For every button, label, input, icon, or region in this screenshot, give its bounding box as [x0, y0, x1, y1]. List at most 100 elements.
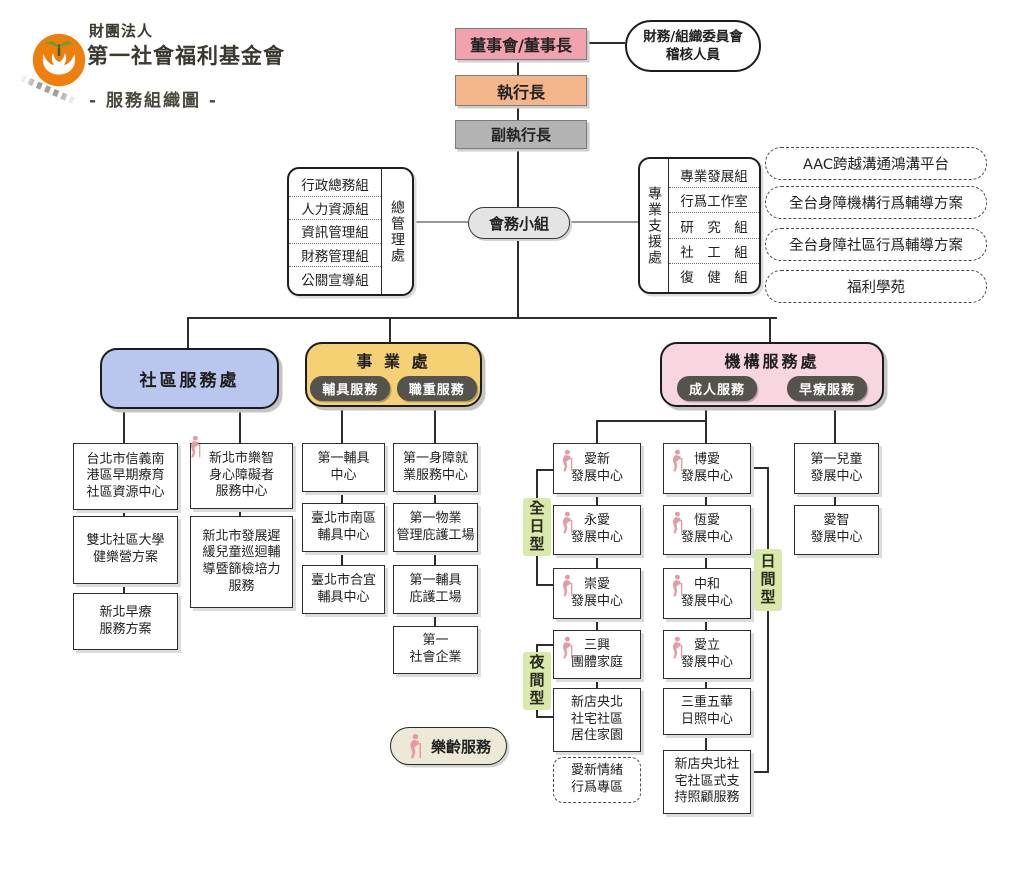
program-welfare-academy: 福利學苑: [765, 270, 987, 303]
box-first-property-workshop: 第一物業 管理庇護工場: [393, 503, 478, 552]
box-first-assistive-center: 第一輔具 中心: [302, 443, 385, 492]
box-label: 新北市樂智 身心障礙者 服務中心: [208, 451, 274, 500]
line: [705, 553, 707, 568]
line-institution-early: [834, 403, 836, 443]
line-institution-tbar: [596, 420, 707, 422]
foundation-logo: [32, 33, 86, 87]
org-name: 第一社會福利基金會: [87, 44, 285, 68]
box-lezhi-disability-center: 新北市樂智 身心障礙者 服務中心: [190, 443, 293, 509]
box-label: 永愛 發展中心: [570, 513, 623, 545]
box-label: 博愛 發展中心: [680, 451, 733, 484]
line-board-ceo: [517, 58, 519, 75]
line: [705, 677, 707, 688]
program-aac-platform: AAC跨越溝通鴻溝平台: [765, 147, 987, 180]
panel-general-admin: 行政總務組 人力資源組 資訊管理組 財務管理組 公關宣導組 總管理處: [287, 167, 414, 296]
tag-adult-service: 成人服務: [676, 376, 757, 401]
box-xinbei-early-intervention-program: 新北早療 服務方案: [73, 593, 178, 650]
tag-vocational-service: 職重服務: [396, 376, 477, 401]
line: [434, 550, 436, 565]
line-institution-col1: [596, 420, 598, 443]
elder-person-icon: [669, 449, 685, 478]
legend-label: 樂齡服務: [430, 737, 491, 756]
line: [596, 677, 598, 688]
line: [341, 490, 343, 503]
box-first-assistive-workshop: 第一輔具 庇護工場: [393, 565, 478, 614]
line: [239, 507, 241, 516]
line: [123, 582, 125, 593]
chart-title: - 服務組織圖 -: [89, 91, 218, 111]
box-first-child-center: 第一兒童 發展中心: [794, 443, 879, 494]
box-child-screening-service: 新北市發展遲 緩兒童巡迴輔 導暨篩檢培力 服務: [190, 516, 293, 608]
box-first-social-enterprise: 第一 社會企業: [393, 626, 478, 674]
elder-person-icon: [559, 574, 575, 603]
line: [434, 490, 436, 503]
box-aili-center: 愛立 發展中心: [663, 630, 751, 679]
elder-person-icon: [559, 636, 575, 665]
box-zhonghe-center: 中和 發展中心: [663, 568, 751, 619]
admin-unit: 資訊管理組: [289, 219, 381, 243]
line: [596, 553, 598, 568]
elder-person-icon: [669, 636, 685, 665]
line-branch-bar: [188, 317, 777, 319]
admin-unit: 財務管理組: [289, 242, 381, 267]
box-label: 愛立 發展中心: [680, 637, 733, 670]
line: [341, 550, 343, 565]
line: [434, 612, 436, 626]
support-unit: 復 健 組: [669, 262, 759, 288]
box-label: 愛新 發展中心: [570, 451, 623, 484]
admin-unit: 行政總務組: [301, 178, 369, 195]
line: [705, 492, 707, 505]
line-day: [767, 467, 769, 773]
badge-day-type: 日間型: [754, 549, 782, 611]
admin-unit: 公關宣導組: [289, 266, 381, 290]
box-yongai-center: 永愛 發展中心: [553, 505, 641, 555]
badge-full-day-type: 全日型: [523, 498, 551, 556]
box-label: 恆愛 發展中心: [680, 513, 733, 545]
line: [834, 492, 836, 505]
line-board-audit: [585, 42, 625, 44]
elder-person-icon: [187, 435, 203, 464]
legend-senior-service: 樂齡服務: [390, 727, 507, 765]
line-fullday-bottom: [537, 584, 553, 586]
support-unit: 專業發展組: [680, 169, 748, 186]
audit-line1: 財務/組織委員會: [643, 28, 743, 45]
box-sanchong-wuhua-daycare: 三重五華 日照中心: [663, 688, 751, 735]
line-stub-institution: [769, 317, 771, 342]
line-day-bottom: [749, 771, 768, 773]
box-xinyi-nangang-early-intervention: 台北市信義南 港區早期療育 社區資源中心: [73, 443, 178, 510]
support-unit: 社 工 組: [669, 237, 759, 263]
line-night-top: [537, 644, 553, 646]
line-institution-col2: [705, 420, 707, 443]
line-day-top: [749, 467, 768, 469]
line: [596, 617, 598, 630]
box-deputy-ceo: 副執行長: [455, 120, 587, 149]
branch-title: 事 業 處: [356, 352, 431, 371]
line-community-col2: [239, 405, 241, 443]
line: [705, 733, 707, 750]
tag-early-intervention-service: 早療服務: [786, 376, 867, 401]
box-council: 會務小組: [468, 207, 570, 239]
line-business-col1: [341, 403, 343, 443]
branch-community-services: 社區服務處: [100, 348, 279, 409]
box-aixin-center: 愛新 發展中心: [553, 443, 641, 494]
box-sanxing-group-home: 三興 團體家庭: [553, 630, 641, 679]
box-aizhi-center: 愛智 發展中心: [794, 505, 879, 555]
box-taipei-south-assistive-center: 臺北市南區 輔具中心: [302, 503, 385, 552]
box-yangbei-community-support: 新店央北社 宅社區式支 持照顧服務: [663, 750, 751, 814]
support-unit: 研 究 組: [669, 212, 759, 237]
line-ceo-deputy: [517, 104, 519, 120]
org-type: 財團法人: [89, 22, 154, 40]
tag-assistive-service: 輔具服務: [310, 376, 391, 401]
line-council-support: [568, 221, 638, 223]
audit-line2: 稽核人員: [666, 47, 720, 63]
line-night-bottom: [537, 716, 553, 718]
line: [705, 617, 707, 630]
elder-person-icon: [559, 511, 575, 540]
badge-night-type: 夜間型: [523, 652, 551, 710]
box-ceo: 執行長: [455, 75, 587, 106]
box-taipei-heyi-assistive-center: 臺北市合宜 輔具中心: [302, 565, 385, 614]
elder-person-icon: [669, 511, 685, 540]
branch-title: 機構服務處: [724, 352, 820, 371]
branch-business: 事 業 處 輔具服務 職重服務: [305, 342, 482, 407]
